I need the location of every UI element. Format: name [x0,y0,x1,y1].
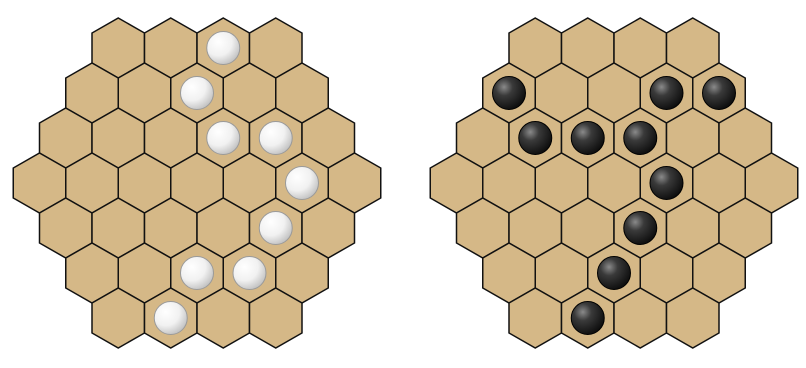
white-stone [181,77,214,110]
right-board [430,18,798,348]
black-stone [493,77,526,110]
white-stone [259,122,292,155]
black-stone [624,212,657,245]
black-stone [598,257,631,290]
black-stone [519,122,552,155]
white-stone [154,302,187,335]
white-stone [233,257,266,290]
white-stone [181,257,214,290]
white-stone [259,212,292,245]
black-stone [571,122,604,155]
black-stone [571,302,604,335]
black-stone [703,77,736,110]
black-stone [650,167,683,200]
black-stone [624,122,657,155]
left-board [13,18,381,348]
white-stone [207,32,240,65]
white-stone [286,167,319,200]
black-stone [650,77,683,110]
white-stone [207,122,240,155]
